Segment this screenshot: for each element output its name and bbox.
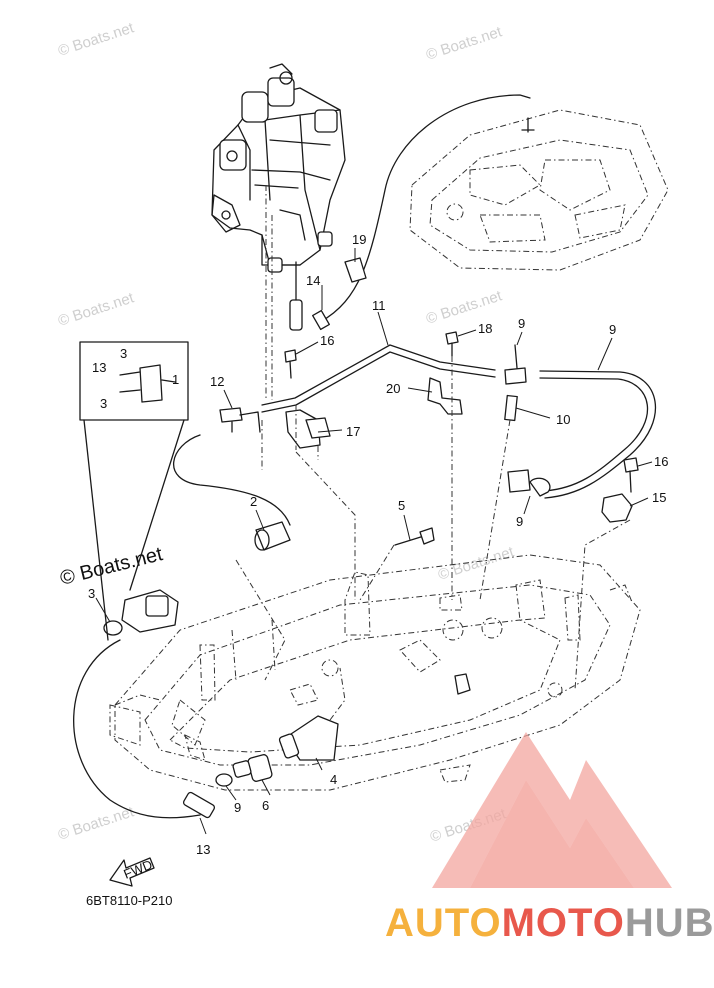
callout-14: 14 [306,273,320,288]
hose-7 [539,370,657,499]
parts [103,257,639,819]
callout-3: 3 [120,346,127,361]
callout-20: 20 [386,381,400,396]
watermark: © Boats.net [424,287,505,328]
callout-16: 16 [654,454,668,469]
holder-15 [601,493,633,523]
fwd-arrow-icon: FWD [109,857,155,887]
callout-9: 9 [234,800,241,815]
hoses [73,94,657,819]
fitting [507,469,531,493]
joint-6 [247,754,273,782]
watermark-dark: © Boats.net [58,543,165,590]
bolt-18 [445,331,459,345]
watermark: © Boats.net [436,543,517,584]
callouts: 19 14 11 16 18 9 9 12 17 20 10 16 15 9 2… [88,232,668,857]
bottom-cowling-top-view [409,109,669,271]
bolt-16 [284,349,297,363]
callout-6: 6 [262,798,269,813]
callout-7: 9 [609,322,616,337]
cap-4 [284,715,339,761]
watermark: © Boats.net [56,19,137,60]
brand-part-hub: HUB [625,901,714,945]
watermark: © Boats.net [56,289,137,330]
callout-13: 13 [92,360,106,375]
screw-5 [394,535,425,546]
engine-block [211,63,346,331]
clip-9-upper [529,477,551,497]
callout-1: 1 [172,372,179,387]
grommet-2 [255,521,291,551]
bottom-cowling [109,554,641,791]
callout-3: 3 [100,396,107,411]
brand-part-moto: MOTO [502,901,625,945]
inset-frame [79,341,189,421]
callout-11: 11 [372,298,386,313]
watermark: © Boats.net [56,803,137,844]
watermark: © Boats.net [424,23,505,64]
callout-9: 9 [516,514,523,529]
joint-12 [219,407,243,423]
hose-19 [319,94,531,323]
leader-lines [95,185,653,835]
hose-11-upper [261,344,496,406]
callout-10: 10 [556,412,570,427]
fitting-1 [121,589,179,633]
diagram-code: 6BT8110-P210 [86,893,173,908]
callout-16: 16 [320,333,334,348]
callout-3: 3 [88,586,95,601]
callout-12: 12 [210,374,224,389]
callout-8: 9 [518,316,525,331]
callout-2: 2 [250,494,257,509]
brand-part-auto: AUTO [385,901,502,945]
logo-mark-icon [432,732,672,888]
callout-17: 17 [346,424,360,439]
connector-14 [312,309,330,331]
hose-13 [182,791,216,819]
joint-8 [504,367,527,385]
callout-18: 18 [478,321,492,336]
callout-15: 15 [652,490,666,505]
hose-13-lower [73,639,201,819]
hose-10 [504,394,518,422]
callout-5: 5 [398,498,405,513]
callout-19: 19 [352,232,366,247]
callout-4: 4 [330,772,337,787]
hose-lower-left [172,434,291,526]
bracket-20 [427,377,463,415]
clip-3 [103,620,123,636]
automotohub-logo: AUTOMOTOHUB [385,732,714,945]
callout-13: 13 [196,842,210,857]
inset-detail: 3 13 1 3 [79,341,189,641]
fwd-label: FWD [121,857,154,882]
brand-text: AUTOMOTOHUB [385,901,714,945]
clip-9-lower [215,773,233,787]
bolt-16-right [623,457,639,473]
